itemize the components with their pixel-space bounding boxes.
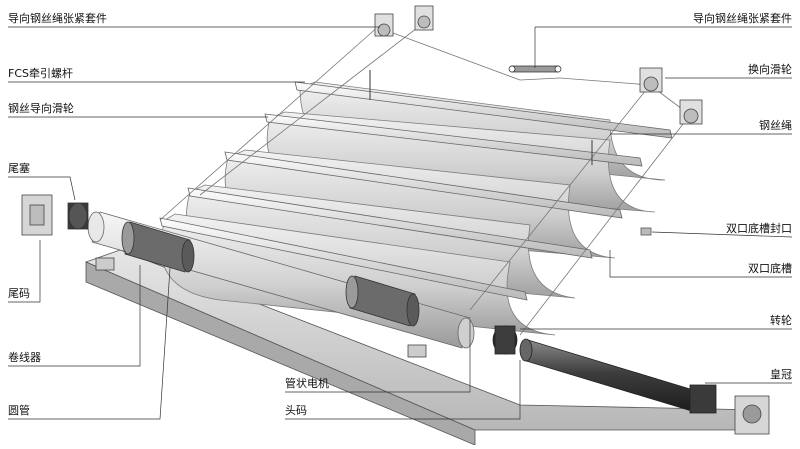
head-bracket-part bbox=[734, 395, 770, 435]
label-double-rail: 双口底槽 bbox=[748, 262, 792, 275]
label-head-bracket: 头码 bbox=[285, 404, 307, 417]
fcs-rods bbox=[369, 70, 593, 165]
winder-parts bbox=[121, 221, 420, 327]
end-bracket-part bbox=[21, 194, 53, 236]
rail-cap-part bbox=[640, 227, 652, 236]
label-drive-wheel: 转轮 bbox=[770, 314, 792, 327]
label-end-plug: 尾塞 bbox=[8, 162, 30, 175]
end-plug-part bbox=[67, 202, 89, 230]
leader-lines bbox=[8, 26, 793, 420]
turnbuckle-part bbox=[508, 65, 562, 73]
label-crown: 皇冠 bbox=[770, 368, 792, 381]
tube-motor-part bbox=[519, 338, 717, 414]
base-clamps bbox=[95, 257, 427, 358]
drive-wheel-part bbox=[492, 325, 518, 355]
label-rail-cap: 双口底槽封口 bbox=[726, 222, 792, 235]
label-tensioner-right: 导向钢丝绳张紧套件 bbox=[693, 12, 792, 25]
label-tensioner-left: 导向钢丝绳张紧套件 bbox=[8, 12, 107, 25]
turn-pulley-part bbox=[639, 67, 703, 125]
rails bbox=[159, 81, 673, 301]
label-end-bracket: 尾码 bbox=[8, 287, 30, 300]
label-tube-motor: 管状电机 bbox=[285, 377, 329, 390]
label-round-tube: 圆管 bbox=[8, 404, 30, 417]
label-guide-pulley: 钢丝导向滑轮 bbox=[8, 102, 74, 115]
tensioner-left-part bbox=[374, 5, 434, 37]
label-winder: 卷线器 bbox=[8, 351, 41, 364]
label-wire-rope: 钢丝绳 bbox=[759, 119, 792, 132]
label-fcs-rod: FCS牵引螺杆 bbox=[8, 67, 73, 80]
label-turn-pulley: 换向滑轮 bbox=[748, 63, 792, 76]
